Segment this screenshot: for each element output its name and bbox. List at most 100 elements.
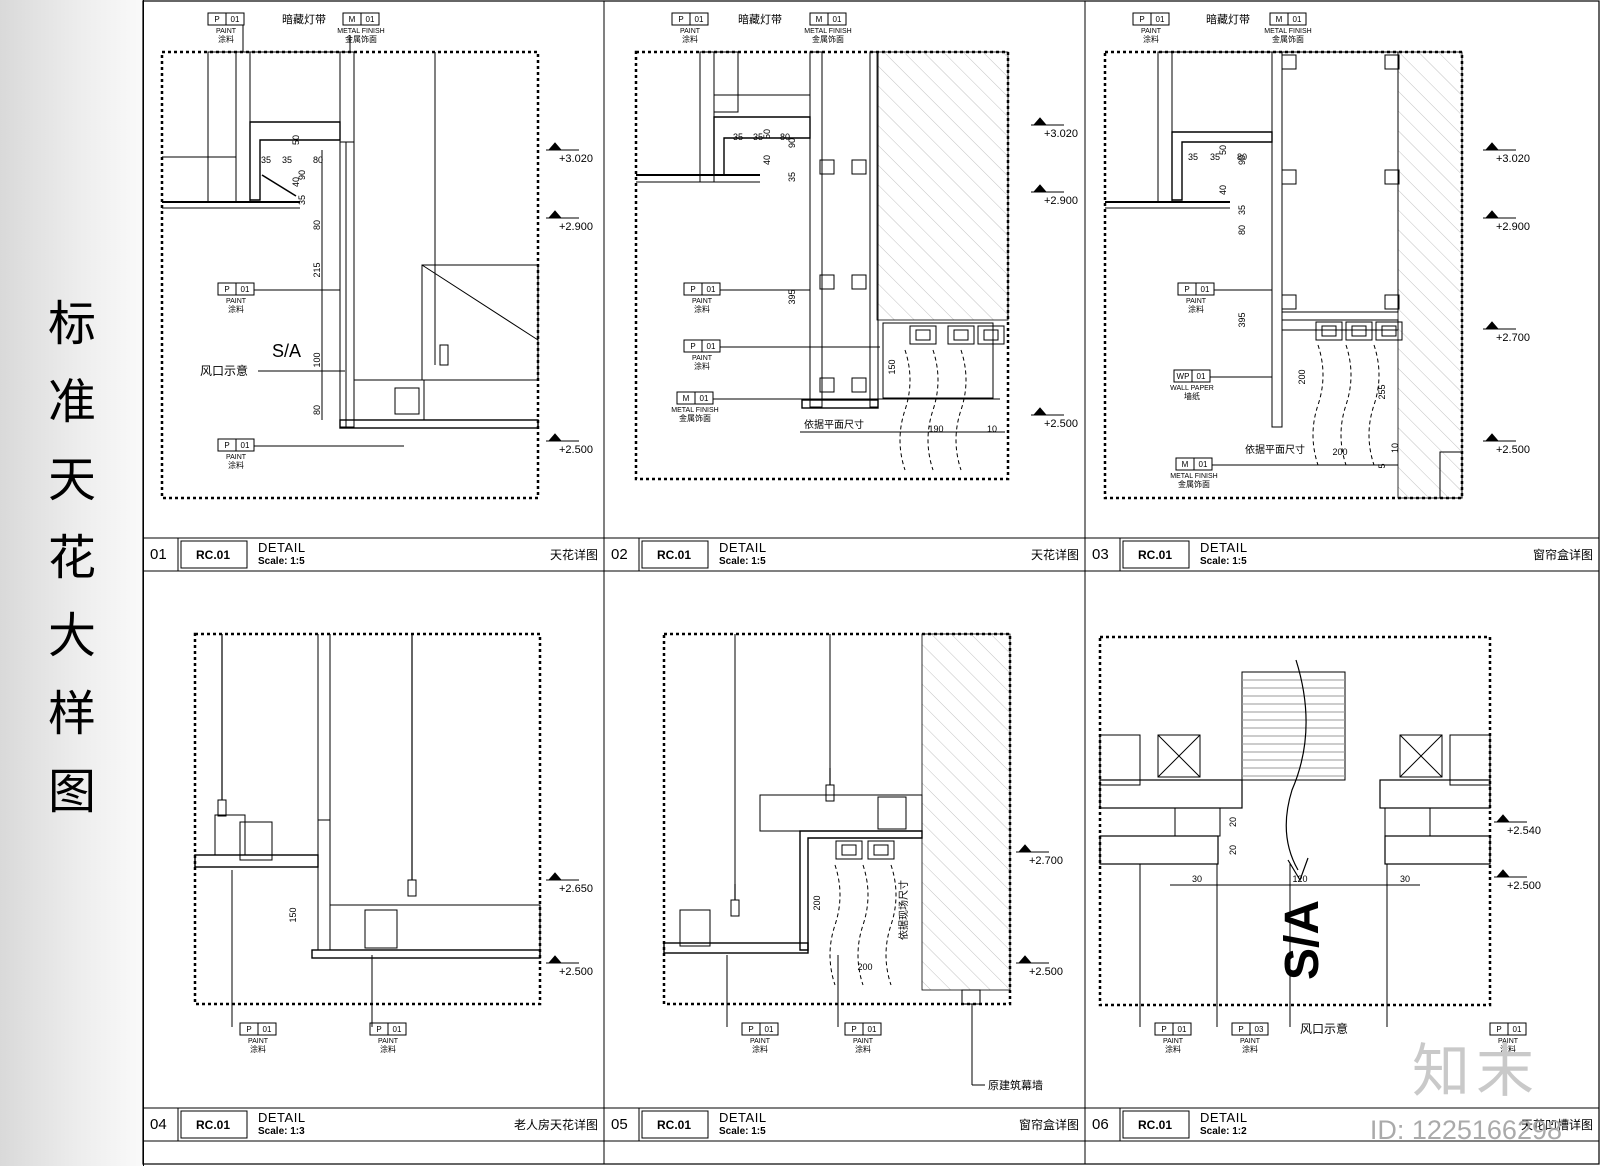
dimension-text: 200 bbox=[1332, 447, 1347, 457]
panel-name: 老人房天花详图 bbox=[513, 1118, 598, 1132]
tag-num: 01 bbox=[1178, 1025, 1187, 1034]
curtain-track bbox=[909, 325, 937, 345]
tag-code: P bbox=[690, 342, 695, 351]
tag-code: P bbox=[224, 441, 229, 450]
tag-num-box bbox=[694, 391, 714, 405]
tag-num-box bbox=[1195, 282, 1215, 296]
dimension-text: 80 bbox=[1237, 152, 1247, 162]
air-duct bbox=[1241, 671, 1346, 781]
tag-cn: 金属饰面 bbox=[1178, 479, 1210, 489]
tag-num: 03 bbox=[1255, 1025, 1264, 1034]
curtain-track bbox=[364, 909, 398, 949]
level-value: +3.020 bbox=[559, 153, 593, 165]
dimension-text: 395 bbox=[1237, 312, 1247, 327]
ceiling-board bbox=[249, 51, 341, 123]
tag-en: METAL FINISH bbox=[1264, 28, 1311, 35]
panel-label: DETAIL bbox=[1200, 540, 1248, 555]
tag-en: PAINT bbox=[1141, 28, 1162, 35]
tag-num-box bbox=[1191, 369, 1211, 383]
curtain-track bbox=[679, 909, 711, 947]
tag-cn: 涂料 bbox=[1165, 1044, 1181, 1054]
sheet-title-char: 样 bbox=[47, 686, 96, 742]
tag-num-box bbox=[1287, 12, 1307, 26]
tag-en: PAINT bbox=[226, 454, 247, 461]
dimension-text: 35 bbox=[282, 155, 292, 165]
blocking bbox=[1384, 54, 1400, 70]
tag-num: 01 bbox=[263, 1025, 272, 1034]
level-value: +2.500 bbox=[1044, 418, 1078, 430]
panel-label: DETAIL bbox=[719, 1110, 767, 1125]
note-sa: S/A bbox=[272, 341, 301, 361]
tag-num: 01 bbox=[1156, 15, 1165, 24]
tag-cn: 涂料 bbox=[682, 34, 698, 44]
level-value: +2.500 bbox=[1507, 880, 1541, 892]
tag-num: 01 bbox=[765, 1025, 774, 1034]
tag-code: P bbox=[376, 1025, 381, 1034]
note-air-vent: 风口示意 bbox=[1300, 1021, 1348, 1036]
sheet-title-char: 大 bbox=[47, 608, 96, 664]
dimension-text: 35 bbox=[1237, 205, 1247, 215]
tag-code: P bbox=[1238, 1025, 1243, 1034]
dimension-text: 10 bbox=[987, 424, 997, 434]
vent-grille bbox=[394, 387, 420, 415]
hanger-clip bbox=[217, 799, 227, 817]
curtain-track-inner bbox=[983, 329, 999, 341]
joist bbox=[1157, 51, 1173, 203]
blocking bbox=[851, 377, 867, 393]
tag-num-box bbox=[235, 282, 255, 296]
dimension-text: 150 bbox=[288, 907, 298, 922]
curtain-track-inner bbox=[1381, 325, 1397, 337]
hatched-wall bbox=[1397, 51, 1463, 499]
trim bbox=[1384, 807, 1431, 837]
curtain-track bbox=[877, 796, 907, 830]
soffit-profile bbox=[249, 121, 341, 201]
tag-cn: 金属饰面 bbox=[345, 34, 377, 44]
tag-num-box bbox=[1150, 12, 1170, 26]
joist bbox=[207, 51, 237, 203]
panel-code: RC.01 bbox=[1138, 1118, 1173, 1132]
tag-code: M bbox=[683, 394, 690, 403]
wall-block bbox=[1099, 734, 1141, 786]
note-curtain-wall: 原建筑幕墙 bbox=[988, 1078, 1043, 1092]
tag-num-box bbox=[689, 12, 709, 26]
level-marker: +2.500 bbox=[546, 955, 593, 978]
tag-en: PAINT bbox=[680, 28, 701, 35]
panel-number: 04 bbox=[150, 1116, 167, 1133]
tag-en: PAINT bbox=[750, 1038, 771, 1045]
ceiling-bottom bbox=[663, 942, 809, 954]
note-light-strip: 暗藏灯带 bbox=[738, 12, 782, 26]
tag-code: WP bbox=[1177, 372, 1190, 381]
tag-num: 01 bbox=[241, 441, 250, 450]
curtain-fold bbox=[927, 349, 939, 471]
panel-name: 窗帘盒详图 bbox=[1018, 1118, 1079, 1132]
box-top bbox=[1281, 319, 1399, 331]
tag-cn: 涂料 bbox=[228, 460, 244, 470]
tag-code: M bbox=[1276, 15, 1283, 24]
blocking bbox=[819, 274, 835, 290]
detail-frame bbox=[1103, 50, 1464, 500]
title-block-code-box bbox=[1122, 540, 1190, 569]
level-marker: +2.500 bbox=[1016, 955, 1063, 978]
dimension-text: 80 bbox=[312, 220, 322, 230]
detail-frame bbox=[160, 50, 540, 500]
tag-num: 01 bbox=[241, 285, 250, 294]
joist bbox=[235, 51, 251, 203]
tag-num: 01 bbox=[1201, 285, 1210, 294]
level-marker: +2.900 bbox=[546, 210, 593, 233]
tag-cn: 涂料 bbox=[380, 1044, 396, 1054]
level-value: +2.650 bbox=[559, 883, 593, 895]
panel-label: DETAIL bbox=[258, 1110, 306, 1125]
level-value: +2.900 bbox=[1496, 221, 1530, 233]
tag-en: METAL FINISH bbox=[671, 407, 718, 414]
level-triangle bbox=[1032, 117, 1048, 126]
blocking bbox=[819, 377, 835, 393]
hatched-wall bbox=[876, 51, 1009, 321]
tag-cn: 涂料 bbox=[855, 1044, 871, 1054]
panel-code: RC.01 bbox=[657, 1118, 692, 1132]
level-triangle bbox=[547, 142, 563, 151]
